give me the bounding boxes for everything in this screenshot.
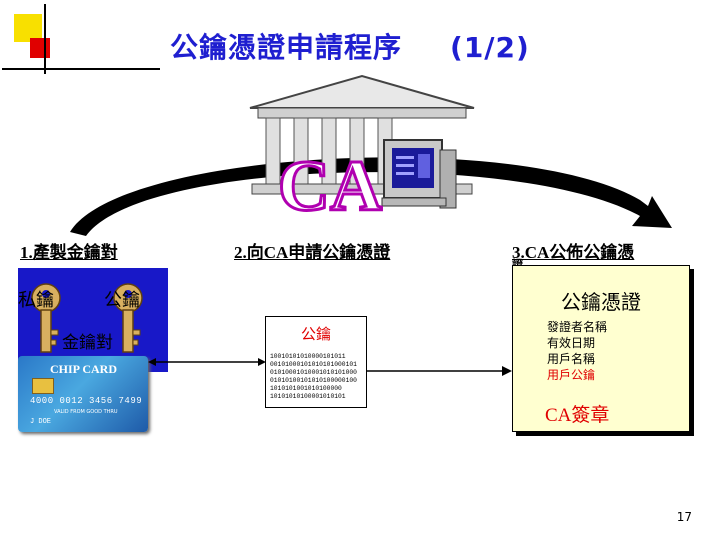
page-number: 17 <box>676 510 692 524</box>
public-key-request-box: 公鑰 10010101010000101011 0010100010101010… <box>265 316 367 408</box>
step-3-label: 3.CA公佈公鑰憑 <box>512 243 635 262</box>
deco-line-horizontal <box>2 68 160 70</box>
cert-field-validity: 有效日期 <box>547 336 596 350</box>
card-valid-from: VALID FROM <box>54 409 85 415</box>
public-key-icon <box>113 283 143 353</box>
process-arc-arrow <box>70 157 672 236</box>
ca-logo: CA <box>278 146 382 226</box>
request-bits: 10010101010000101011 0010100010101010100… <box>270 353 357 401</box>
cert-field-user-public-key: 用戶公鑰 <box>547 368 596 382</box>
deco-square-yellow <box>14 14 42 42</box>
bits-line: 10010101010000101011 <box>270 353 346 360</box>
private-key-label: 私鑰 <box>18 290 54 310</box>
ca-signature: CA簽章 <box>545 405 610 426</box>
step-2-label: 2.向CA申請公鑰憑證 <box>234 243 391 262</box>
ca-illustration: CA <box>70 74 672 236</box>
chip-card: CHIP CARD 4000 0012 3456 7499 VALID FROM… <box>18 356 148 432</box>
private-key-icon <box>31 283 61 353</box>
deco-line-vertical <box>44 4 46 74</box>
chip-card-title: CHIP CARD <box>50 362 118 376</box>
computer-icon <box>381 139 457 209</box>
cert-field-user-name: 用戶名稱 <box>547 352 596 366</box>
bits-line: 01010001010001010101000 <box>270 369 357 376</box>
bits-line: 01010100101010100000100 <box>270 377 357 384</box>
request-heading: 公鑰 <box>300 325 331 343</box>
bits-line: 1010101001010100000 <box>270 385 342 392</box>
card-holder: J DOE <box>30 418 52 426</box>
key-pair-icons <box>31 283 143 353</box>
page-indicator: (1/2) <box>450 31 530 64</box>
cert-field-issuer: 發證者名稱 <box>547 320 608 334</box>
certificate-box: 公鑰憑證 發證者名稱 有效日期 用戶名稱 用戶公鑰 CA簽章 <box>512 265 690 432</box>
bits-line: 00101000101010101000101 <box>270 361 357 368</box>
exchange-arrow <box>148 358 266 366</box>
chip-icon <box>32 378 54 394</box>
bank-building-icon <box>249 74 475 195</box>
card-number: 4000 0012 3456 7499 <box>30 396 143 406</box>
key-pair-label: 金鑰對 <box>62 333 113 352</box>
certificate-heading: 公鑰憑證 <box>561 292 641 314</box>
public-key-label: 公鑰 <box>104 290 140 310</box>
request-to-cert-arrow <box>366 366 512 376</box>
card-validity: VALID FROM GOOD THRU <box>54 409 118 415</box>
slide-title-text: 公鑰憑證申請程序 <box>170 31 403 64</box>
slide-title: 公鑰憑證申請程序 (1/2) <box>170 26 530 66</box>
step-1-label: 1.產製金鑰對 <box>20 243 118 262</box>
card-good-thru: GOOD THRU <box>86 409 118 415</box>
bits-line: 10101010100001010101 <box>270 393 346 400</box>
